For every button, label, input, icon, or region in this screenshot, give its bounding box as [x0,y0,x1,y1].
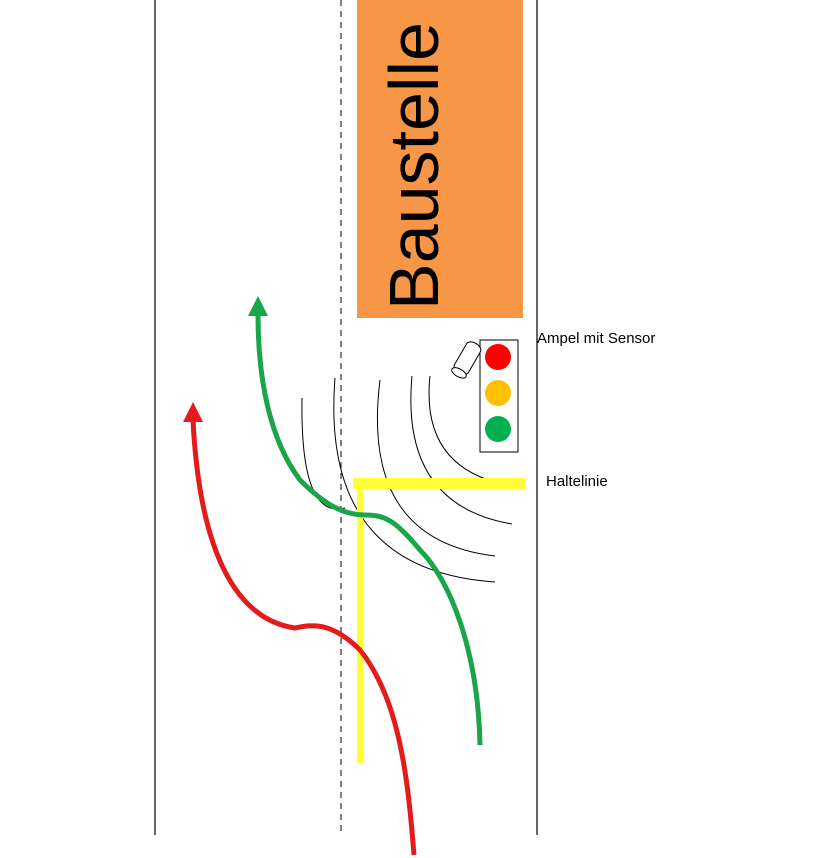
construction-site-label: Baustelle [375,22,453,310]
sensor-icon [451,341,482,379]
red-path [190,419,417,856]
traffic-light-icon [479,339,519,453]
light-yellow [485,380,511,406]
light-green [485,416,511,442]
light-red [485,344,511,370]
red-path-arrowhead [183,402,203,422]
stop-line-label: Haltelinie [546,473,608,490]
stop-line-vertical [357,489,363,763]
construction-site [357,0,523,318]
green-path-arrowhead [248,296,268,316]
green-path [255,314,483,746]
traffic-light-label: Ampel mit Sensor [537,330,655,347]
stop-line-horizontal [353,478,525,489]
